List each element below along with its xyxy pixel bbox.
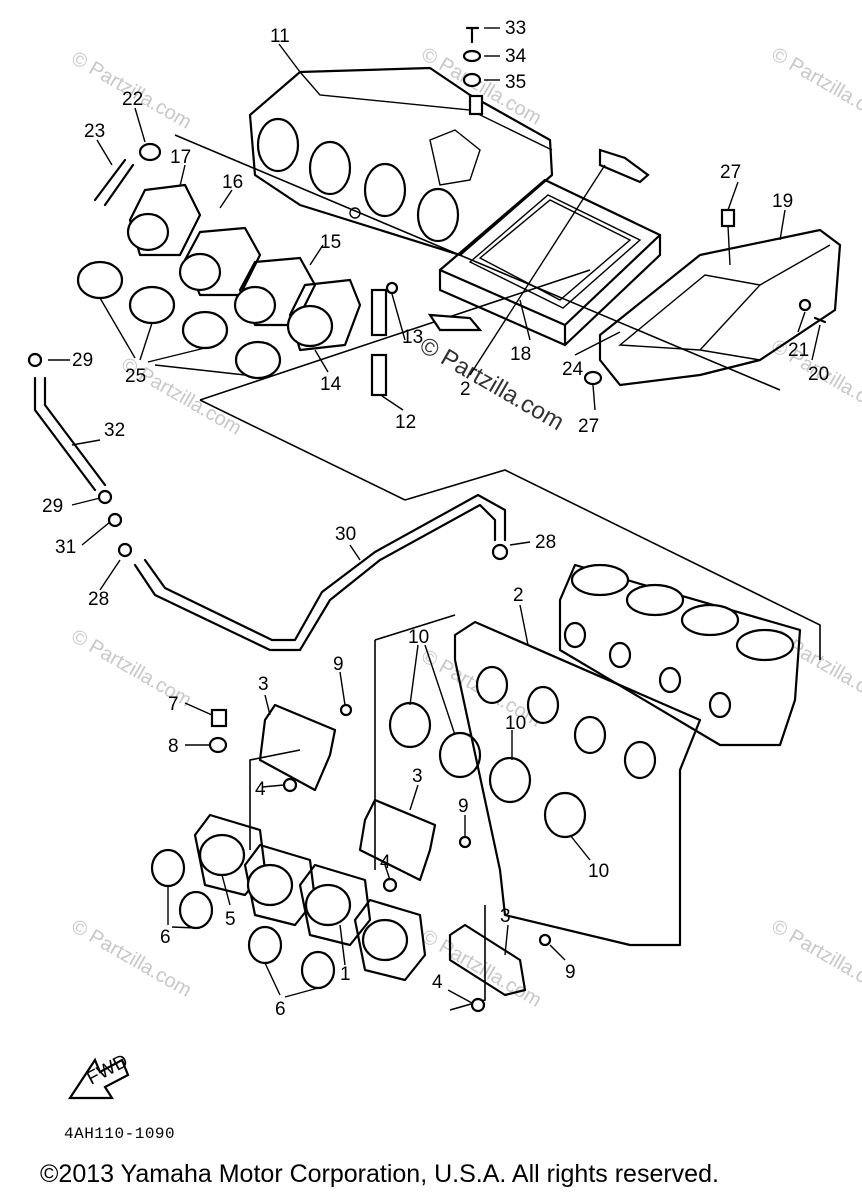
copyright-notice: ©2013 Yamaha Motor Corporation, U.S.A. A… bbox=[40, 1160, 719, 1188]
callout-8: 8 bbox=[168, 736, 179, 757]
callout-15: 15 bbox=[320, 232, 341, 253]
callout-5: 5 bbox=[225, 909, 236, 930]
callout-9-middle: 9 bbox=[458, 796, 469, 817]
callout-6-upper: 6 bbox=[160, 927, 171, 948]
breather-hose-30 bbox=[133, 493, 509, 652]
watermark: © Partzilla.com bbox=[768, 43, 862, 129]
callout-25: 25 bbox=[125, 366, 146, 387]
callout-6-lower: 6 bbox=[275, 999, 286, 1020]
callout-2-top: 2 bbox=[460, 379, 471, 400]
breather-cap bbox=[93, 142, 162, 207]
carb-joints bbox=[193, 813, 427, 982]
callout-9-lower: 9 bbox=[565, 962, 576, 983]
callout-32: 32 bbox=[104, 420, 125, 441]
callout-7: 7 bbox=[168, 694, 179, 715]
callout-3-upper: 3 bbox=[258, 674, 269, 695]
air-filter-case bbox=[248, 66, 554, 257]
callout-21: 21 bbox=[788, 340, 809, 361]
air-filter-element bbox=[427, 148, 662, 347]
callout-4-upper: 4 bbox=[255, 779, 266, 800]
callout-11: 11 bbox=[270, 26, 290, 47]
callout-34: 34 bbox=[505, 46, 527, 67]
callout-19: 19 bbox=[772, 191, 793, 212]
callout-22: 22 bbox=[122, 89, 143, 110]
mounting-plate bbox=[453, 620, 702, 947]
brackets bbox=[208, 703, 552, 1013]
air-duct bbox=[598, 228, 842, 387]
callout-14: 14 bbox=[320, 374, 342, 395]
callout-4-middle: 4 bbox=[380, 852, 391, 873]
callout-13: 13 bbox=[402, 327, 423, 348]
callout-30: 30 bbox=[335, 524, 356, 545]
callout-12: 12 bbox=[395, 412, 416, 433]
callout-4-lower: 4 bbox=[432, 972, 443, 993]
fwd-arrow-icon: FWD bbox=[67, 1051, 132, 1100]
callout-10-upper: 10 bbox=[408, 627, 429, 648]
intake-joints bbox=[126, 183, 362, 352]
callout-28-right: 28 bbox=[535, 532, 556, 553]
callout-16: 16 bbox=[222, 172, 243, 193]
watermark: © Partzilla.com bbox=[768, 915, 862, 1001]
leader-lines bbox=[48, 27, 821, 1004]
callout-31: 31 bbox=[55, 537, 76, 558]
breather-hose-left bbox=[27, 352, 133, 558]
callout-23: 23 bbox=[84, 121, 105, 142]
callout-3-lower: 3 bbox=[500, 906, 511, 927]
callout-29-upper: 29 bbox=[72, 350, 93, 371]
callout-24: 24 bbox=[562, 359, 584, 380]
callout-3-middle: 3 bbox=[412, 766, 423, 787]
callout-9-upper: 9 bbox=[333, 654, 344, 675]
callout-28-left: 28 bbox=[88, 589, 109, 610]
callout-33: 33 bbox=[505, 18, 526, 39]
callout-10-lower: 10 bbox=[588, 861, 609, 882]
callout-1: 1 bbox=[340, 964, 351, 985]
callout-29-lower: 29 bbox=[42, 496, 63, 517]
carburetor-assembly bbox=[558, 563, 802, 747]
callout-2: 2 bbox=[513, 585, 524, 606]
diagram-code: 4AH110-1090 bbox=[64, 1125, 176, 1143]
callout-27-lower: 27 bbox=[578, 416, 599, 437]
callout-17: 17 bbox=[170, 147, 191, 168]
callout-labels: 11 33 34 35 22 23 17 16 15 25 14 13 12 2… bbox=[42, 18, 829, 1020]
watermark-center: © Partzilla.com bbox=[415, 332, 569, 436]
assembly-frame-lines bbox=[174, 134, 821, 1011]
drain-hose bbox=[370, 281, 399, 397]
callout-20: 20 bbox=[808, 364, 829, 385]
callout-10-middle: 10 bbox=[505, 713, 526, 734]
callout-27-upper: 27 bbox=[720, 162, 741, 183]
callout-35: 35 bbox=[505, 72, 526, 93]
callout-18: 18 bbox=[510, 344, 531, 365]
watermark: © Partzilla.com bbox=[68, 915, 196, 1001]
